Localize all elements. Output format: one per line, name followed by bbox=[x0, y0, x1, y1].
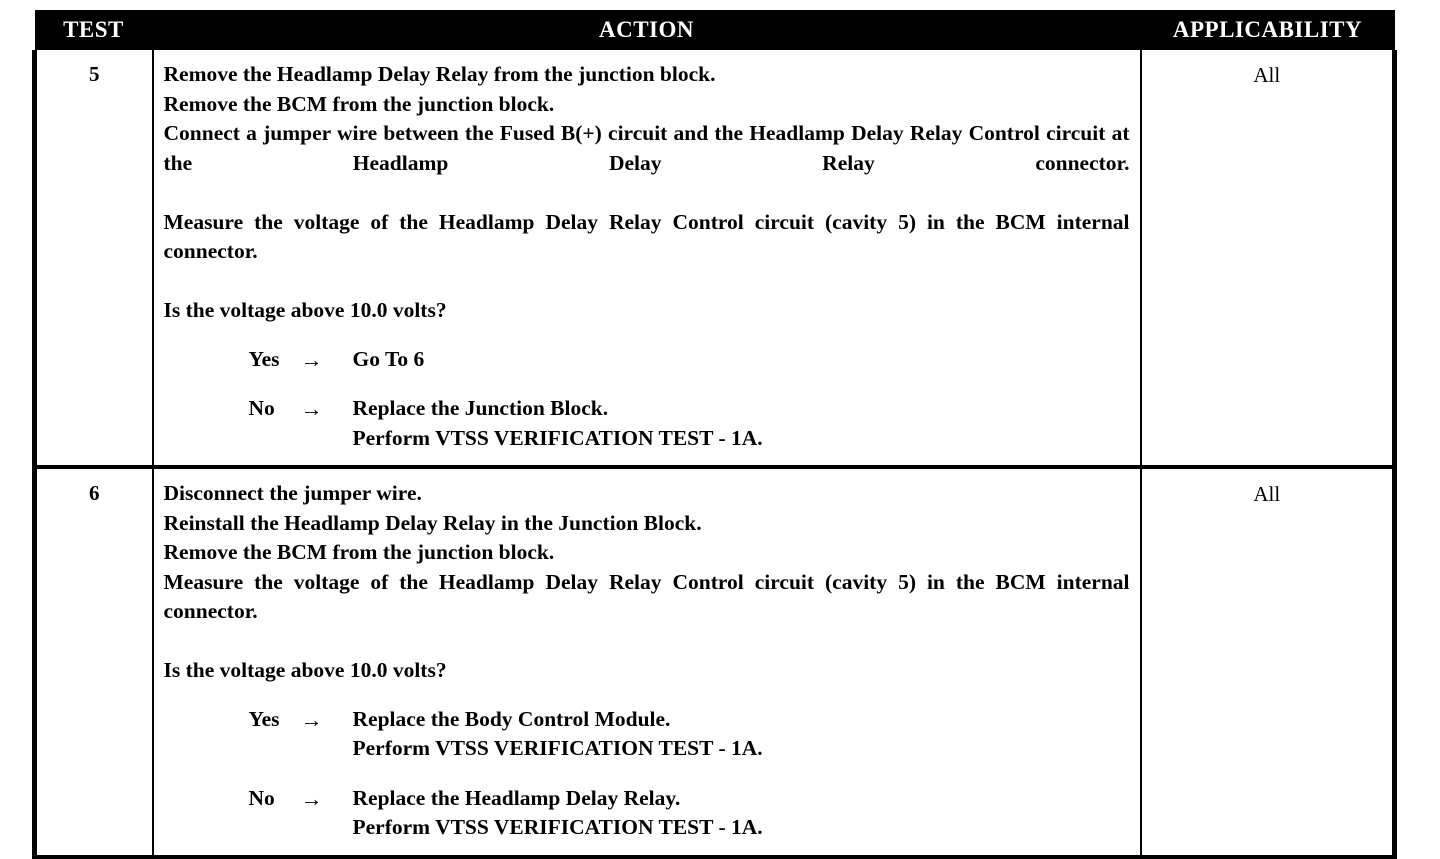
applicability-cell: All bbox=[1139, 50, 1397, 469]
table-body: 5 Remove the Headlamp Delay Relay from t… bbox=[32, 50, 1397, 859]
action-step: Remove the Headlamp Delay Relay from the… bbox=[163, 62, 716, 86]
diagnostic-procedure-table: TEST ACTION APPLICABILITY 5 Remove the H… bbox=[32, 10, 1397, 859]
action-step: Measure the voltage of the Headlamp Dela… bbox=[163, 569, 1130, 624]
branch-result: Replace the Headlamp Delay Relay. Perfor… bbox=[353, 784, 1130, 843]
branch-label: No bbox=[248, 785, 275, 810]
arrow-right-icon: → bbox=[300, 785, 323, 811]
test-number-cell: 5 bbox=[32, 50, 154, 469]
action-step-list: Disconnect the jumper wire. Reinstall th… bbox=[164, 479, 1130, 686]
action-step-list: Remove the Headlamp Delay Relay from the… bbox=[164, 60, 1130, 326]
arrow-right-icon: → bbox=[300, 346, 323, 372]
branch-result: Replace the Junction Block. Perform VTSS… bbox=[353, 394, 1130, 453]
arrow-right-icon: → bbox=[300, 396, 323, 421]
branch-list: Yes → Replace the Body Control Module. P… bbox=[249, 705, 1130, 843]
document-page: TEST ACTION APPLICABILITY 5 Remove the H… bbox=[32, 10, 1397, 859]
column-header-action: ACTION bbox=[152, 10, 1141, 50]
branch-result-line: Replace the Body Control Module. bbox=[352, 706, 671, 731]
branch-result-line: Go To 6 bbox=[352, 346, 425, 371]
branch-result-line: Perform VTSS VERIFICATION TEST - 1A. bbox=[352, 425, 763, 450]
action-step: Is the voltage above 10.0 volts? bbox=[163, 298, 447, 322]
applicability-cell: All bbox=[1139, 467, 1397, 859]
action-step: Remove the BCM from the junction block. bbox=[163, 91, 555, 116]
table-header-row: TEST ACTION APPLICABILITY bbox=[34, 10, 1395, 50]
branch-yes: Yes → Go To 6 bbox=[249, 345, 1130, 375]
test-number-cell: 6 bbox=[32, 467, 154, 859]
column-header-applicability: APPLICABILITY bbox=[1140, 10, 1395, 50]
action-cell: Remove the Headlamp Delay Relay from the… bbox=[151, 50, 1142, 469]
branch-result: Go To 6 bbox=[353, 345, 1130, 375]
action-step: Is the voltage above 10.0 volts? bbox=[163, 658, 447, 682]
branch-result-line: Perform VTSS VERIFICATION TEST - 1A. bbox=[352, 815, 763, 839]
column-header-test: TEST bbox=[34, 10, 153, 50]
branch-no: No → Replace the Junction Block. Perform… bbox=[249, 394, 1130, 453]
branch-result-line: Replace the Headlamp Delay Relay. bbox=[352, 785, 681, 810]
action-step: Remove the BCM from the junction block. bbox=[163, 540, 555, 564]
branch-label: No bbox=[248, 396, 275, 420]
branch-result: Replace the Body Control Module. Perform… bbox=[353, 705, 1130, 764]
branch-label: Yes bbox=[248, 346, 280, 371]
arrow-right-icon: → bbox=[300, 706, 323, 732]
branch-label: Yes bbox=[248, 706, 280, 731]
action-step: Connect a jumper wire between the Fused … bbox=[163, 121, 1130, 175]
table-row: 6 Disconnect the jumper wire. Reinstall … bbox=[32, 467, 1397, 859]
table-header: TEST ACTION APPLICABILITY bbox=[34, 10, 1395, 50]
action-step: Disconnect the jumper wire. bbox=[163, 481, 422, 505]
action-step: Measure the voltage of the Headlamp Dela… bbox=[163, 209, 1130, 264]
branch-no: No → Replace the Headlamp Delay Relay. P… bbox=[249, 784, 1130, 843]
table-row: 5 Remove the Headlamp Delay Relay from t… bbox=[32, 50, 1397, 469]
branch-list: Yes → Go To 6 No → Replace the Junction … bbox=[249, 345, 1130, 454]
branch-result-line: Perform VTSS VERIFICATION TEST - 1A. bbox=[352, 736, 763, 760]
action-cell: Disconnect the jumper wire. Reinstall th… bbox=[151, 467, 1142, 859]
branch-yes: Yes → Replace the Body Control Module. P… bbox=[249, 705, 1130, 764]
action-step: Reinstall the Headlamp Delay Relay in th… bbox=[163, 510, 702, 535]
branch-result-line: Replace the Junction Block. bbox=[352, 396, 609, 420]
